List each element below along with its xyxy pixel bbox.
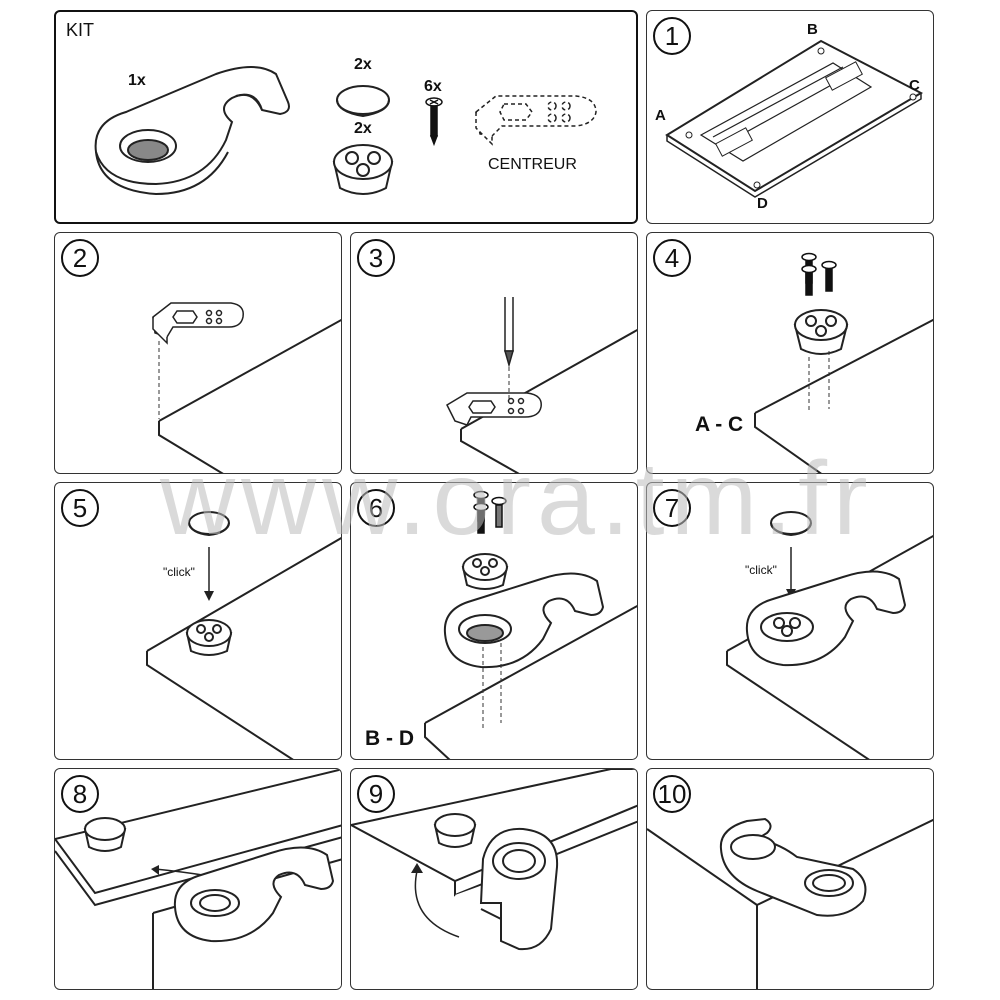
step-3-panel: 3	[350, 232, 638, 474]
centering-jig-icon	[446, 392, 542, 426]
step-8-panel: 8	[54, 768, 342, 990]
step-9-illustration	[351, 769, 637, 989]
cap-disc-icon	[770, 511, 812, 537]
step-10-panel: 10	[646, 768, 934, 990]
kit-qty-screw: 6x	[424, 78, 442, 95]
step-1-panel: 1 A B C D	[646, 10, 934, 224]
step-2-panel: 2	[54, 232, 342, 474]
cup-plug-icon	[433, 813, 477, 848]
kit-panel: KIT 1x 2x 2x 6x CENTREUR	[54, 10, 638, 224]
kit-centreur-label: CENTREUR	[488, 156, 577, 173]
cap-disc-icon	[188, 511, 230, 537]
grommet-body-icon	[719, 817, 867, 917]
corner-c-label: C	[909, 77, 920, 94]
kit-qty-cap: 2x	[354, 56, 372, 73]
grommet-body-icon	[443, 572, 605, 669]
step-7-click-annotation: "click"	[745, 563, 777, 577]
corner-d-label: D	[757, 195, 768, 212]
step-4-number: 4	[653, 239, 691, 277]
step-9-number: 9	[357, 775, 395, 813]
corner-a-label: A	[655, 107, 666, 124]
cup-plug-icon	[332, 144, 394, 195]
step-6-panel: 6 B - D	[350, 482, 638, 760]
pencil-icon	[504, 297, 514, 368]
step-6-illustration	[424, 490, 637, 759]
corner-b-label: B	[807, 21, 818, 38]
step-7-panel: 7 "click"	[646, 482, 934, 760]
step-9-panel: 9	[350, 768, 638, 990]
cup-plug-icon	[461, 553, 509, 590]
step-10-number: 10	[653, 775, 691, 813]
kit-title: KIT	[66, 20, 95, 40]
desk-overview-illustration	[665, 39, 924, 198]
centering-jig-icon	[475, 95, 597, 146]
step-2-number: 2	[61, 239, 99, 277]
step-8-number: 8	[61, 775, 99, 813]
step-3-number: 3	[357, 239, 395, 277]
step-3-illustration	[446, 297, 637, 473]
step-5-click-annotation: "click"	[163, 565, 195, 579]
kit-qty-cup: 2x	[354, 120, 372, 137]
step-7-number: 7	[653, 489, 691, 527]
cup-plug-icon	[793, 309, 849, 355]
step-5-panel: 5 "click"	[54, 482, 342, 760]
step-2-illustration	[152, 302, 341, 473]
kit-illustration	[94, 66, 597, 196]
cap-disc-icon	[336, 85, 390, 118]
step-6-corner-label: B - D	[365, 727, 414, 750]
step-1-number: 1	[653, 17, 691, 55]
kit-qty-grommet: 1x	[128, 72, 146, 89]
step-7-illustration	[726, 511, 933, 759]
cup-plug-icon	[185, 619, 233, 656]
screw-icon	[473, 490, 507, 534]
step-8-illustration	[55, 769, 341, 989]
step-4-illustration	[754, 252, 933, 473]
cup-plug-icon	[83, 817, 127, 852]
step-6-number: 6	[357, 489, 395, 527]
grommet-body-icon	[94, 66, 290, 196]
step-4-corner-label: A - C	[695, 413, 744, 436]
grommet-body-icon	[745, 570, 907, 667]
screw-icon	[801, 252, 837, 296]
step-5-number: 5	[61, 489, 99, 527]
grommet-body-icon	[173, 846, 335, 943]
step-10-illustration	[647, 769, 933, 989]
screw-icon	[425, 97, 443, 147]
step-5-illustration	[146, 511, 341, 759]
grommet-body-icon	[479, 827, 559, 951]
centering-jig-icon	[152, 302, 244, 345]
step-4-panel: 4 A - C	[646, 232, 934, 474]
